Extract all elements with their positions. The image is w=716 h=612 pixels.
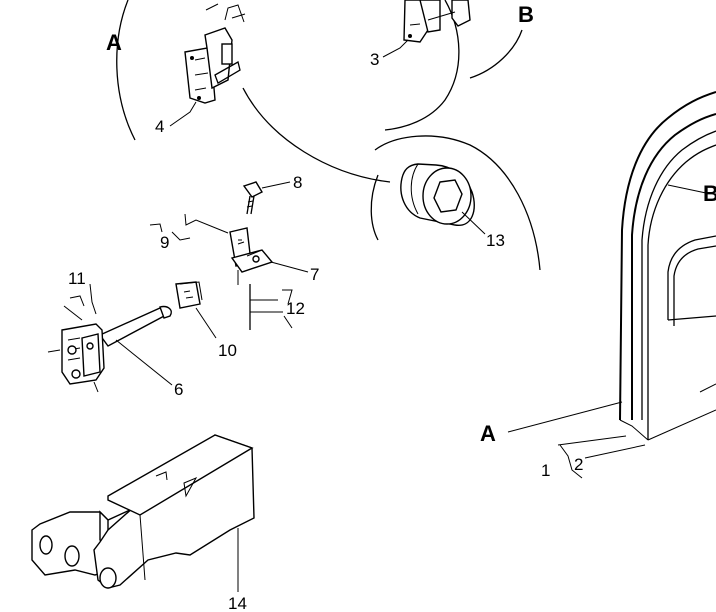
leader-8 (261, 181, 291, 189)
door-panel (619, 91, 716, 441)
leader-6 (115, 339, 173, 386)
callout-2: 2 (574, 455, 583, 474)
hinge-4 (184, 3, 246, 104)
bracket-11-mark (63, 283, 97, 321)
callout-11: 11 (68, 269, 86, 288)
tool-14 (31, 434, 255, 589)
detail-circle-13 (370, 135, 541, 271)
leader-13 (461, 211, 486, 235)
detail-circle-b (384, 0, 523, 131)
callout-3: 3 (370, 50, 379, 69)
pad-10 (175, 281, 203, 309)
callout-10: 10 (218, 341, 237, 360)
callout-1: 1 (541, 461, 550, 480)
callout-14: 14 (228, 594, 247, 612)
callout-13: 13 (486, 231, 505, 250)
leader-10 (195, 307, 217, 339)
leader-1 (557, 435, 627, 446)
detail-circle-a (116, 0, 391, 183)
leader-door-a (507, 401, 623, 433)
bracket-7 (229, 227, 274, 273)
callout-12: 12 (286, 299, 305, 318)
check-strap-6 (47, 305, 172, 393)
leader-4 (169, 101, 197, 127)
callout-9: 9 (160, 233, 169, 252)
callout-4: 4 (155, 117, 164, 136)
leader-door-b (667, 184, 707, 194)
leader-2 (584, 444, 646, 459)
bushing-13 (400, 163, 475, 226)
bracket-12-mark (249, 284, 293, 330)
label-door-b: B (703, 181, 716, 206)
bracket-1-mark (559, 444, 583, 479)
callout-8: 8 (293, 173, 302, 192)
bolt-8 (242, 181, 263, 215)
label-view-b: B (518, 2, 534, 27)
label-door-a: A (480, 421, 496, 446)
leader-7 (270, 261, 309, 273)
hinge-3 (403, 0, 471, 43)
label-view-a: A (106, 30, 122, 55)
callout-7: 7 (310, 265, 319, 284)
bracket-9-mark (149, 213, 229, 241)
leader-3 (382, 39, 409, 58)
callout-6: 6 (174, 380, 183, 399)
